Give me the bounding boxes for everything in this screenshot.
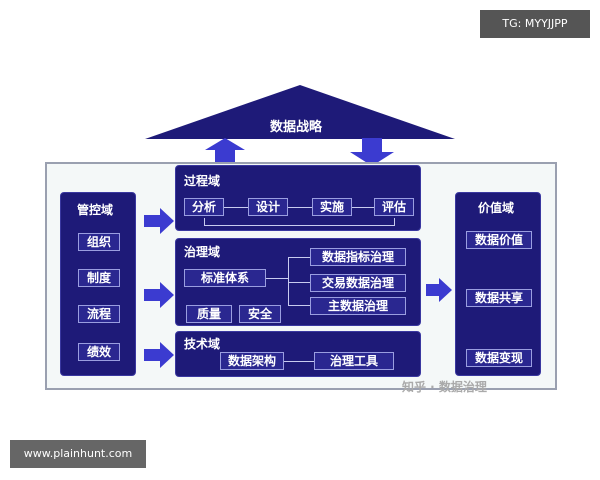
site-badge: www.plainhunt.com — [10, 440, 146, 468]
standard-system: 标准体系 — [184, 269, 266, 287]
process-step: 分析 — [184, 198, 224, 216]
control-item: 制度 — [78, 269, 120, 287]
security-box: 安全 — [239, 305, 281, 323]
value-item: 数据共享 — [466, 289, 532, 307]
right-arrow-icon — [426, 278, 452, 302]
tech-domain: 技术域 数据架构 治理工具 — [175, 331, 421, 377]
governance-domain: 治理域 标准体系 质量 安全 数据指标治理 交易数据治理 主数据治理 — [175, 238, 421, 326]
strategy-roof — [145, 85, 455, 139]
strategy-label: 数据战略 — [270, 120, 323, 135]
down-arrow-icon — [350, 138, 394, 166]
right-arrow-icon — [144, 208, 174, 234]
process-title: 过程域 — [184, 174, 221, 188]
quality-box: 质量 — [186, 305, 232, 323]
governance-tools: 治理工具 — [314, 352, 394, 370]
value-item: 数据变现 — [466, 349, 532, 367]
up-arrow-icon — [205, 138, 245, 166]
tech-title: 技术域 — [184, 337, 221, 351]
right-arrow-icon — [144, 342, 174, 368]
control-item: 流程 — [78, 305, 120, 323]
right-arrow-icon — [144, 282, 174, 308]
value-item: 数据价值 — [466, 231, 532, 249]
process-step: 设计 — [248, 198, 288, 216]
data-architecture: 数据架构 — [220, 352, 284, 370]
process-domain: 过程域 分析 设计 实施 评估 — [175, 165, 421, 231]
watermark: 知乎 · 数据治理 — [402, 380, 487, 394]
value-title: 价值域 — [478, 201, 515, 215]
control-domain: 管控域 组织 制度 流程 绩效 — [60, 192, 136, 376]
process-step: 评估 — [374, 198, 414, 216]
control-item: 组织 — [78, 233, 120, 251]
governance-title: 治理域 — [184, 245, 221, 259]
control-item: 绩效 — [78, 343, 120, 361]
value-domain: 价值域 数据价值 数据共享 数据变现 — [455, 192, 541, 376]
governance-target: 主数据治理 — [310, 297, 406, 315]
governance-target: 交易数据治理 — [310, 274, 406, 292]
tg-badge: TG: MYYJJPP — [480, 10, 590, 38]
governance-target: 数据指标治理 — [310, 248, 406, 266]
control-title: 管控域 — [77, 203, 114, 217]
process-step: 实施 — [312, 198, 352, 216]
